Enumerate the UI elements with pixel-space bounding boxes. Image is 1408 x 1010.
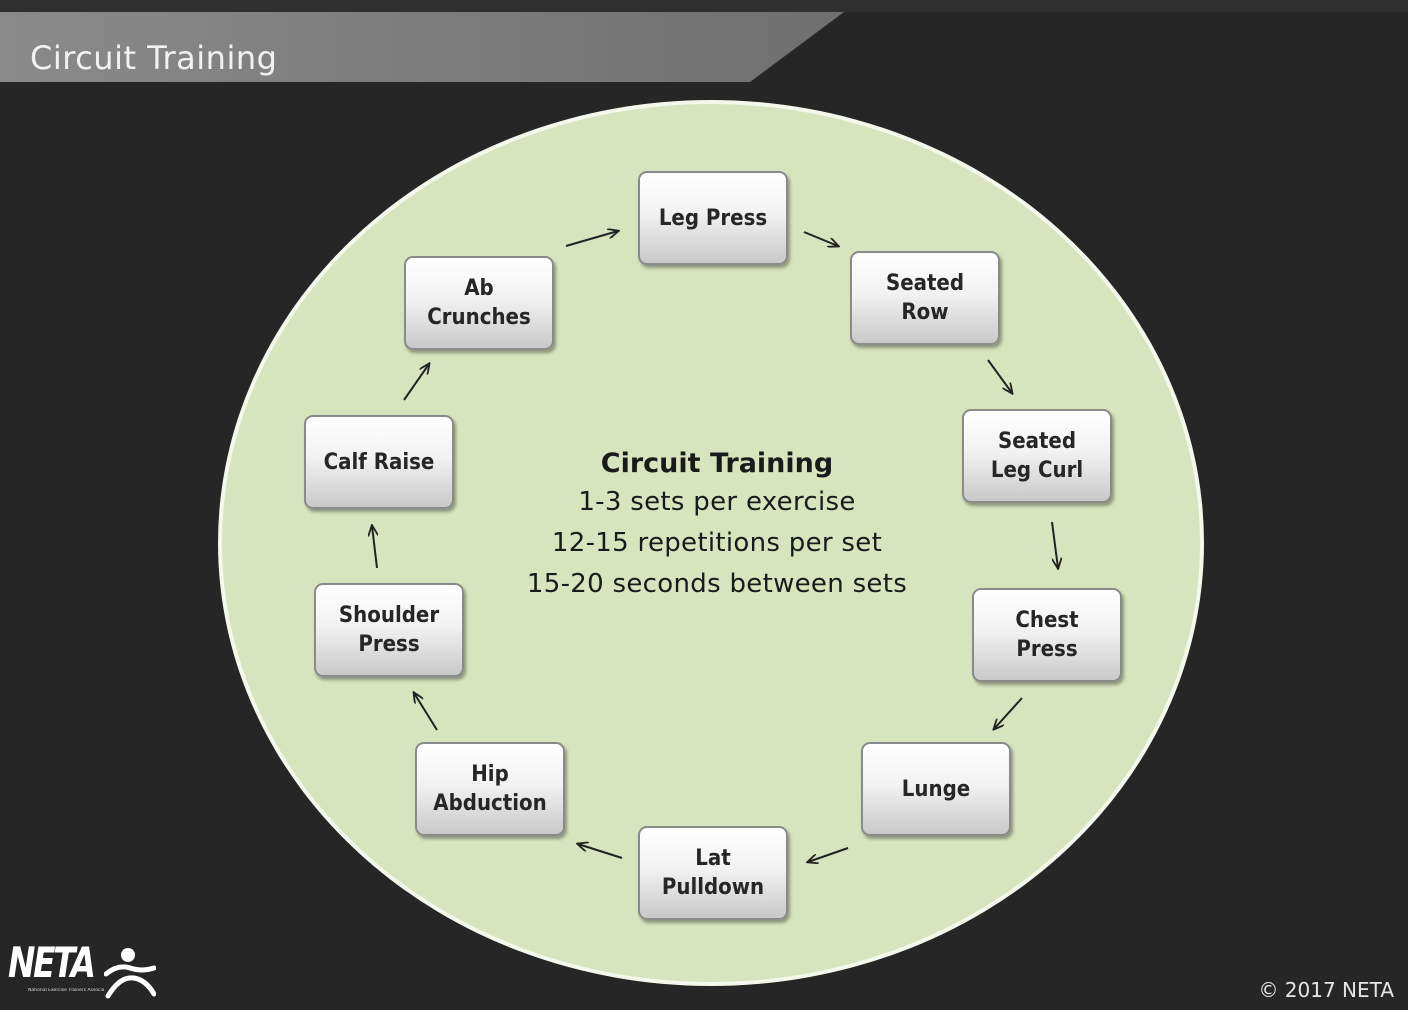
top-strip bbox=[0, 0, 1408, 12]
node-seated-leg-curl[interactable]: Seated Leg Curl bbox=[962, 409, 1112, 503]
title-banner-shape bbox=[0, 12, 844, 82]
node-shoulder-press[interactable]: Shoulder Press bbox=[314, 583, 464, 677]
center-info: Circuit Training 1-3 sets per exercise 1… bbox=[470, 446, 964, 605]
node-label: Hip Abduction bbox=[433, 762, 547, 816]
node-label: Calf Raise bbox=[323, 449, 435, 475]
node-lat-pulldown[interactable]: Lat Pulldown bbox=[638, 826, 788, 920]
node-label: Leg Press bbox=[658, 205, 768, 231]
node-lunge[interactable]: Lunge bbox=[861, 742, 1011, 836]
node-ab-crunches[interactable]: Ab Crunches bbox=[404, 256, 554, 350]
node-label: Seated Leg Curl bbox=[990, 429, 1084, 483]
node-label: Lat Pulldown bbox=[661, 846, 765, 900]
running-person-icon bbox=[104, 948, 156, 999]
center-line-reps: 12-15 repetitions per set bbox=[551, 528, 883, 558]
logo-wordmark: NETA bbox=[8, 938, 96, 987]
logo-subtitle: National Exercise Trainers Association bbox=[28, 988, 104, 993]
node-label: Chest Press bbox=[1015, 608, 1079, 662]
copyright-text: © 2017 NETA bbox=[1258, 978, 1394, 1002]
node-calf-raise[interactable]: Calf Raise bbox=[304, 415, 454, 509]
node-label: Lunge bbox=[901, 776, 971, 802]
node-label: Seated Row bbox=[885, 271, 965, 325]
center-line-sets: 1-3 sets per exercise bbox=[578, 487, 856, 517]
title-banner: Circuit Training bbox=[0, 12, 844, 82]
node-chest-press[interactable]: Chest Press bbox=[972, 588, 1122, 682]
neta-logo: NETA National Exercise Trainers Associat… bbox=[8, 938, 158, 1004]
page-title: Circuit Training bbox=[30, 39, 278, 77]
node-seated-row[interactable]: Seated Row bbox=[850, 251, 1000, 345]
node-hip-abduction[interactable]: Hip Abduction bbox=[415, 742, 565, 836]
center-line-rest: 15-20 seconds between sets bbox=[526, 569, 908, 599]
node-label: Ab Crunches bbox=[427, 276, 531, 330]
center-heading: Circuit Training bbox=[600, 448, 834, 479]
node-label: Shoulder Press bbox=[338, 603, 440, 657]
node-leg-press[interactable]: Leg Press bbox=[638, 171, 788, 265]
